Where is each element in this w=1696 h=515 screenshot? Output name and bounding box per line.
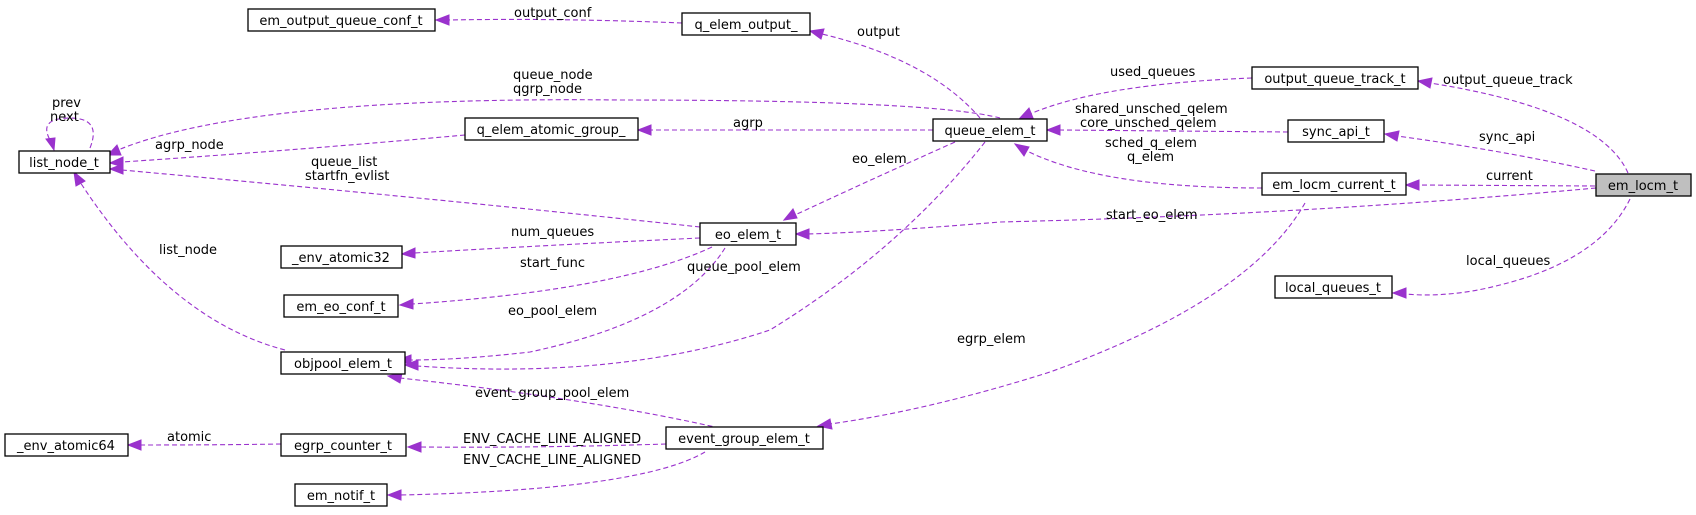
node-em-notif-t[interactable]: em_notif_t: [294, 483, 388, 507]
node-sync-api-t[interactable]: sync_api_t: [1287, 119, 1385, 143]
node-label: q_elem_atomic_group_: [477, 123, 626, 138]
edge-sync-api: [1383, 130, 1596, 172]
node-label: sync_api_t: [1302, 125, 1370, 140]
edge-local-queues: [1391, 198, 1631, 299]
edge-label-eo-elem: eo_elem: [852, 152, 907, 167]
edge-atomic: [126, 439, 282, 451]
edge-label-sched-q-elem: sched_q_elem: [1105, 136, 1197, 151]
edge-label-used-queues: used_queues: [1110, 65, 1195, 80]
node-label: objpool_elem_t: [294, 357, 392, 372]
node-label: egrp_counter_t: [294, 439, 392, 454]
edge-label-core-unsched-qelem: core_unsched_qelem: [1080, 116, 1217, 131]
node-label: _env_atomic64: [16, 439, 115, 454]
edge-agrp-node: [108, 134, 466, 168]
node-egrp-counter-t[interactable]: egrp_counter_t: [280, 433, 407, 457]
node-queue-elem-t[interactable]: queue_elem_t: [932, 118, 1048, 142]
edge-output-conf: [434, 14, 683, 26]
node-label: em_output_queue_conf_t: [259, 14, 422, 29]
node-label: em_locm_t: [1608, 179, 1678, 194]
node-label: queue_elem_t: [944, 124, 1035, 139]
edge-queue-pool-elem: [403, 141, 986, 371]
edge-label-queue-list: queue_list: [311, 155, 377, 170]
edge-start-func: [398, 246, 713, 310]
edge-agrp: [636, 124, 933, 136]
node-label: em_locm_current_t: [1272, 178, 1396, 193]
node-eo-elem-t[interactable]: eo_elem_t: [699, 222, 797, 246]
edge-list-node: [73, 170, 286, 351]
edge-num-queues: [400, 237, 701, 259]
edge-label-event-group-pool-elem: event_group_pool_elem: [475, 386, 629, 401]
node-label: em_eo_conf_t: [296, 300, 385, 315]
edge-start-eo-elem: [794, 187, 1597, 240]
edge-label-eo-pool-elem: eo_pool_elem: [508, 304, 597, 319]
edge-label-next: next: [50, 110, 79, 125]
node-label: em_notif_t: [307, 489, 375, 504]
edge-label-output-queue-track: output_queue_track: [1443, 73, 1573, 88]
edge-label-agrp: agrp: [733, 116, 763, 131]
node-em-locm-t[interactable]: em_locm_t: [1595, 173, 1692, 197]
edge-label-local-queues: local_queues: [1466, 254, 1551, 269]
edge-label-env-cache-line-aligned-1: ENV_CACHE_LINE_ALIGNED: [463, 432, 641, 447]
node-output-queue-track-t[interactable]: output_queue_track_t: [1251, 66, 1419, 90]
edge-label-list-node: list_node: [159, 243, 217, 258]
edge-sched-q-elem: [1013, 143, 1263, 189]
node-list-node-t[interactable]: list_node_t: [18, 150, 111, 174]
edge-queue-node: [106, 99, 1001, 156]
node-q-elem-output[interactable]: q_elem_output_: [681, 12, 811, 36]
edge-env-cache-line-2: [386, 451, 706, 501]
edge-label-agrp-node: agrp_node: [155, 138, 224, 153]
node-label: _env_atomic32: [291, 251, 390, 266]
edge-label-queue-node: queue_node: [513, 68, 593, 83]
edge-label-qgrp-node: qgrp_node: [513, 82, 582, 97]
edge-label-startfn-evlist: startfn_evlist: [305, 169, 389, 184]
edge-label-env-cache-line-aligned-2: ENV_CACHE_LINE_ALIGNED: [463, 453, 641, 468]
edge-label-num-queues: num_queues: [511, 225, 594, 240]
edge-egrp-elem: [816, 202, 1306, 430]
node-label: local_queues_t: [1285, 281, 1381, 296]
edge-output-queue-track: [1416, 77, 1629, 174]
edge-eo-elem: [782, 141, 956, 221]
node-label: list_node_t: [29, 156, 99, 171]
edge-label-output: output: [857, 25, 900, 40]
edge-event-group-pool-elem: [386, 372, 729, 431]
edge-label-prev: prev: [52, 96, 81, 111]
node-em-eo-conf-t[interactable]: em_eo_conf_t: [283, 294, 399, 318]
edge-label-egrp-elem: egrp_elem: [957, 332, 1026, 347]
edge-prev-next: [45, 117, 94, 152]
edge-current: [1404, 179, 1596, 191]
node-env-atomic32[interactable]: _env_atomic32: [280, 245, 403, 269]
edge-used-queues: [1018, 77, 1253, 119]
node-env-atomic64[interactable]: _env_atomic64: [4, 433, 129, 457]
node-label: q_elem_output_: [695, 18, 798, 33]
edge-label-sync-api: sync_api: [1479, 130, 1535, 145]
edge-label-start-func: start_func: [520, 256, 585, 271]
node-local-queues-t[interactable]: local_queues_t: [1274, 275, 1393, 299]
node-label: output_queue_track_t: [1264, 72, 1405, 87]
edge-queue-list: [108, 163, 701, 228]
edge-label-shared-unsched-qelem: shared_unsched_qelem: [1075, 102, 1228, 117]
node-em-output-queue-conf-t[interactable]: em_output_queue_conf_t: [247, 8, 436, 32]
edge-label-current: current: [1486, 169, 1533, 184]
edge-env-cache-line-1: [406, 441, 667, 453]
node-label: eo_elem_t: [715, 228, 781, 243]
node-objpool-elem-t[interactable]: objpool_elem_t: [280, 351, 406, 375]
node-em-locm-current-t[interactable]: em_locm_current_t: [1261, 172, 1407, 196]
node-event-group-elem-t[interactable]: event_group_elem_t: [665, 426, 824, 450]
node-q-elem-atomic-group[interactable]: q_elem_atomic_group_: [464, 117, 639, 141]
node-label: event_group_elem_t: [678, 432, 810, 447]
edge-label-start-eo-elem: start_eo_elem: [1106, 208, 1198, 223]
edge-label-atomic: atomic: [167, 430, 211, 445]
edge-label-output-conf: output_conf: [514, 6, 592, 21]
edge-shared-unsched: [1045, 124, 1289, 136]
edge-label-queue-pool-elem: queue_pool_elem: [687, 260, 801, 275]
edge-label-q-elem: q_elem: [1127, 150, 1174, 165]
edge-output: [808, 28, 981, 119]
